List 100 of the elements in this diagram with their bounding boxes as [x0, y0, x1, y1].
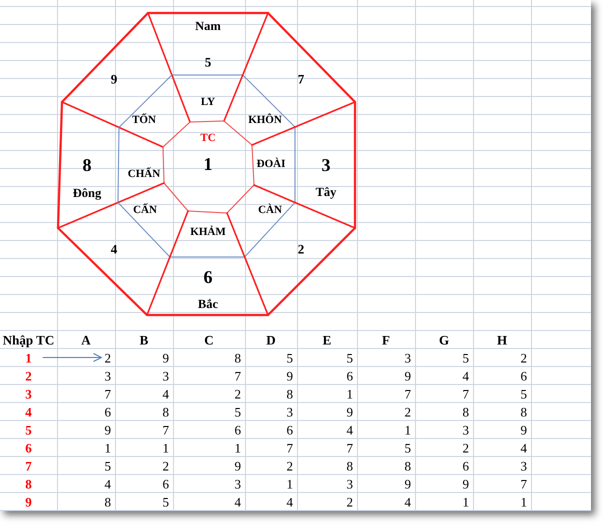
outer-sector: [294, 100, 356, 230]
table-value: 4: [234, 495, 241, 508]
inner-sector: [244, 184, 296, 258]
column-heading: A: [81, 333, 91, 346]
inner-sector: [118, 74, 172, 148]
table-value: 2: [520, 351, 527, 364]
direction-label: Đông: [72, 186, 102, 200]
direction-label: Tây: [316, 185, 336, 199]
row-number: 4: [25, 405, 32, 418]
outer-sector: [242, 12, 356, 104]
table-value: 3: [286, 405, 293, 418]
table-value: 4: [462, 369, 469, 382]
table-value: 9: [462, 477, 469, 490]
sector-number: 8: [82, 155, 92, 175]
outer-sector: [56, 100, 119, 230]
table-value: 1: [520, 495, 527, 508]
inner-sector: [169, 212, 246, 258]
column-heading: G: [438, 333, 450, 346]
table-value: 5: [286, 351, 293, 364]
table-value: 5: [404, 441, 411, 454]
table-value: 2: [346, 495, 353, 508]
row-number: 8: [25, 477, 32, 490]
inner-sector: [117, 126, 165, 204]
table-value: 9: [520, 423, 527, 436]
outer-sector: [56, 226, 171, 316]
sector-number: 5: [204, 54, 212, 70]
table-value: 1: [162, 441, 169, 454]
column-heading: E: [322, 333, 332, 346]
table-value: 7: [286, 441, 293, 454]
table-value: 5: [234, 405, 241, 418]
inner-sector: [171, 74, 244, 123]
table-value: 3: [346, 477, 353, 490]
sector-number: 3: [322, 155, 330, 175]
table-value: 9: [404, 477, 411, 490]
table-value: 3: [462, 423, 469, 436]
column-heading: Nhập TC: [2, 333, 54, 346]
table-value: 3: [404, 351, 411, 364]
table-value: 8: [104, 495, 111, 508]
trigram-label: CÀN: [258, 204, 282, 216]
row-number: 5: [25, 423, 32, 436]
sector-number: 1: [204, 154, 212, 174]
table-value: 4: [520, 441, 527, 454]
table-value: 9: [234, 459, 241, 472]
outer-sector: [146, 12, 270, 76]
column-heading: B: [140, 333, 148, 346]
direction-label: Nam: [195, 19, 221, 33]
table-value: 6: [286, 423, 293, 436]
column-heading: H: [496, 333, 508, 346]
row-number: 6: [25, 441, 32, 454]
table-value: 1: [404, 423, 411, 436]
table-value: 1: [286, 477, 293, 490]
row-number: 7: [25, 459, 32, 472]
sector-number: 6: [204, 267, 212, 287]
row-number: 2: [25, 369, 32, 382]
table-value: 7: [162, 423, 169, 436]
table-value: 2: [404, 405, 411, 418]
table-value: 2: [286, 459, 293, 472]
table-value: 5: [520, 387, 527, 400]
sector-number: 4: [110, 242, 118, 256]
table-value: 6: [346, 369, 353, 382]
row-number: 1: [25, 351, 32, 364]
trigram-label: LY: [200, 96, 216, 108]
table-value: 4: [104, 477, 111, 490]
table-value: 7: [234, 369, 241, 382]
table-value: 3: [162, 369, 169, 382]
table-value: 5: [104, 459, 111, 472]
table-value: 1: [234, 441, 241, 454]
column-heading: C: [204, 333, 214, 346]
table-value: 5: [346, 351, 353, 364]
table-value: 6: [462, 459, 469, 472]
table-value: 7: [346, 441, 353, 454]
trigram-label: KHÔN: [248, 114, 282, 126]
table-value: 1: [462, 495, 469, 508]
inner-sector: [251, 126, 296, 203]
sector-number: 7: [298, 72, 304, 86]
column-heading: D: [266, 333, 276, 346]
table-value: 9: [346, 405, 353, 418]
table-value: 4: [162, 387, 169, 400]
sector-number: 9: [110, 72, 118, 86]
row-number: 3: [25, 387, 32, 400]
table-value: 9: [404, 369, 411, 382]
trigram-label: TỐN: [132, 114, 156, 126]
table-value: 5: [462, 351, 469, 364]
table-value: 7: [520, 477, 527, 490]
row-number: 9: [25, 495, 32, 508]
table-value: 4: [286, 495, 293, 508]
table-value: 6: [234, 423, 241, 436]
outer-sector: [146, 256, 270, 316]
trigram-label: CHẤN: [128, 168, 160, 180]
table-value: 4: [404, 495, 411, 508]
table-value: 9: [104, 423, 111, 436]
table-value: 9: [286, 369, 293, 382]
table-value: 8: [462, 405, 469, 418]
table-value: 2: [104, 351, 111, 364]
table-value: 2: [234, 387, 241, 400]
table-value: 6: [162, 477, 169, 490]
table-value: 8: [346, 459, 353, 472]
sector-number: 2: [298, 242, 304, 256]
arrow: [42, 353, 102, 362]
table-value: 8: [520, 405, 527, 418]
